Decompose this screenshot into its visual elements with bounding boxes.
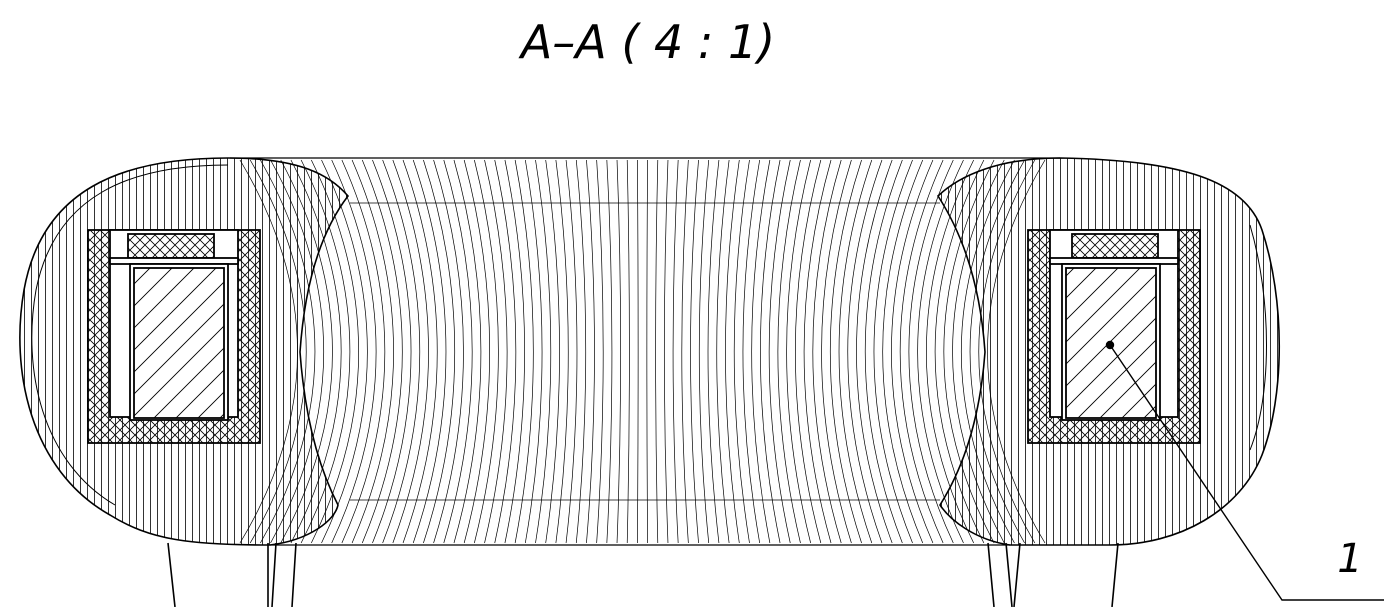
support-feet [167, 542, 1119, 607]
winding-turn [382, 159, 421, 544]
callout-label-1: 1 [1337, 536, 1362, 582]
winding-turn [321, 159, 368, 544]
winding-turn [524, 159, 543, 544]
winding-turn [786, 159, 811, 544]
winding-turn [733, 159, 750, 544]
winding-turn [412, 159, 447, 544]
winding-turn [716, 159, 730, 544]
right-core-section [1027, 229, 1201, 444]
winding-turn [899, 159, 944, 544]
winding-turn [361, 159, 403, 544]
winding-turn [908, 159, 954, 544]
winding-turn [794, 159, 822, 544]
winding-turn [725, 159, 740, 544]
winding-turn [751, 159, 771, 544]
winding-turn [392, 159, 429, 544]
winding-turn [504, 159, 525, 544]
winding-turn [646, 159, 648, 544]
winding-turn [616, 159, 622, 544]
winding-turn [331, 159, 377, 544]
winding-turn [821, 159, 852, 544]
winding-turn [494, 159, 517, 544]
winding-turn [864, 159, 903, 544]
winding-turn [565, 159, 578, 544]
winding-turn [655, 159, 659, 544]
winding-turn [555, 159, 569, 544]
winding-turn [351, 159, 394, 544]
winding-turn [838, 159, 873, 544]
winding-turn [586, 159, 595, 544]
winding-turn [891, 159, 934, 544]
coil-winding [239, 159, 1046, 544]
winding-turn [372, 159, 412, 544]
winding-turn [626, 159, 630, 544]
left-core-section [87, 229, 261, 444]
winding-turn [463, 159, 491, 544]
winding-turn [803, 159, 832, 544]
winding-turn [856, 159, 893, 544]
winding-turn [917, 159, 964, 544]
section-title: A–A ( 4 : 1) [518, 15, 775, 69]
winding-turn [606, 159, 613, 544]
winding-turn [829, 159, 862, 544]
winding-turn [698, 159, 710, 544]
winding-turn [812, 159, 842, 544]
winding-turn [453, 159, 482, 544]
callout-leader [1105, 340, 1384, 601]
winding-turn [514, 159, 534, 544]
winding-turn [847, 159, 883, 544]
winding-turn [637, 159, 639, 544]
winding-turn [535, 159, 552, 544]
winding-turn [596, 159, 604, 544]
winding-turn [672, 159, 679, 544]
winding-turn [663, 159, 669, 544]
winding-turn [777, 159, 801, 544]
winding-turn [681, 159, 689, 544]
winding-turn [690, 159, 699, 544]
winding-turn [433, 159, 464, 544]
winding-turn [474, 159, 499, 544]
left-foot [167, 542, 277, 607]
winding-turn [760, 159, 781, 544]
winding-turn [423, 159, 456, 544]
winding-turn [707, 159, 720, 544]
right-foot-inner [1005, 542, 1021, 607]
winding-turn [575, 159, 587, 544]
winding-turn [443, 159, 473, 544]
winding-turn [742, 159, 761, 544]
winding-boundary [230, 157, 1060, 546]
winding-turn [873, 159, 913, 544]
winding-turn [545, 159, 560, 544]
winding-turn [341, 159, 386, 544]
winding-turn [402, 159, 438, 544]
right-foot [987, 542, 1119, 607]
winding-turn [484, 159, 508, 544]
left-foot-inner [267, 542, 297, 607]
winding-turn [882, 159, 924, 544]
winding-turn [768, 159, 791, 544]
